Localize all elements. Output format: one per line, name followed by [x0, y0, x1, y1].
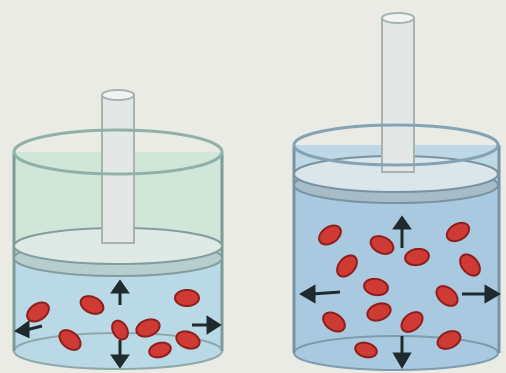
right-piston-rod: [382, 18, 414, 172]
arrow-left: [312, 292, 340, 294]
particle: [175, 290, 199, 306]
left-piston-rod: [102, 95, 134, 243]
right-piston-rod-top: [382, 13, 414, 23]
left-piston-rod-top: [102, 90, 134, 100]
